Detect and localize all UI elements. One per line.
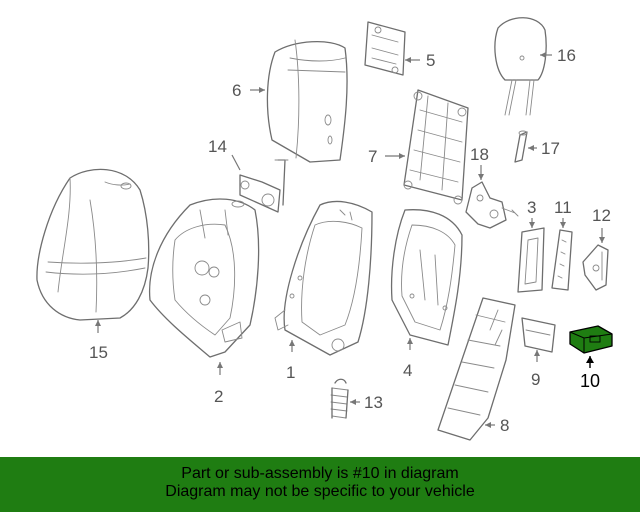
callout-14[interactable]: 14 (208, 137, 227, 156)
callout-11[interactable]: 11 (554, 198, 572, 217)
callout-6[interactable]: 6 (232, 81, 241, 100)
leader-arrowheads (95, 52, 605, 428)
callout-16[interactable]: 16 (557, 46, 576, 65)
banner-line-2: Diagram may not be specific to your vehi… (165, 483, 475, 500)
callout-17[interactable]: 17 (541, 139, 560, 158)
part-6-seat-back-cover[interactable] (266, 39, 348, 163)
part-4-seat-back-pad[interactable] (390, 209, 463, 346)
part-17-headrest-guide[interactable] (514, 130, 528, 163)
part-11-trim-rail[interactable] (551, 229, 573, 291)
highlight-arrowhead (586, 356, 594, 363)
part-3-side-trim-panel[interactable] (517, 227, 545, 293)
callout-5[interactable]: 5 (426, 51, 435, 70)
callout-18[interactable]: 18 (470, 145, 489, 164)
part-2-seat-cushion-pad[interactable] (148, 198, 260, 358)
callout-12[interactable]: 12 (592, 206, 611, 225)
callout-10[interactable]: 10 (580, 371, 600, 391)
part-16-headrest[interactable] (494, 17, 547, 116)
callout-13[interactable]: 13 (364, 393, 383, 412)
callout-9[interactable]: 9 (531, 370, 540, 389)
part-13-spring[interactable] (330, 378, 349, 419)
parts-diagram: 15 2 6 5 7 (36, 17, 613, 441)
part-14-side-bracket[interactable] (239, 159, 289, 213)
part-8-back-trim-panel[interactable] (437, 297, 516, 441)
part-10-control-module-highlighted[interactable] (569, 325, 613, 354)
part-12-mounting-bracket[interactable] (582, 244, 609, 291)
callout-1[interactable]: 1 (286, 363, 295, 382)
callout-2[interactable]: 2 (214, 387, 223, 406)
callout-7[interactable]: 7 (368, 147, 377, 166)
banner-line-1: Part or sub-assembly is #10 in diagram (181, 465, 459, 482)
callout-15[interactable]: 15 (89, 343, 108, 362)
callout-3[interactable]: 3 (527, 198, 536, 217)
part-5-lumbar-bracket[interactable] (364, 21, 406, 76)
info-banner: Part or sub-assembly is #10 in diagram D… (0, 457, 640, 512)
part-9-retaining-clip[interactable] (521, 317, 556, 353)
part-18-adjuster-mechanism[interactable] (465, 181, 519, 229)
callout-8[interactable]: 8 (500, 416, 509, 435)
part-15-seat-cushion-cover[interactable] (36, 168, 150, 321)
part-7-lumbar-support-mat[interactable] (403, 89, 469, 205)
part-1-seat-back-frame[interactable] (274, 200, 373, 356)
callout-4[interactable]: 4 (403, 361, 412, 380)
